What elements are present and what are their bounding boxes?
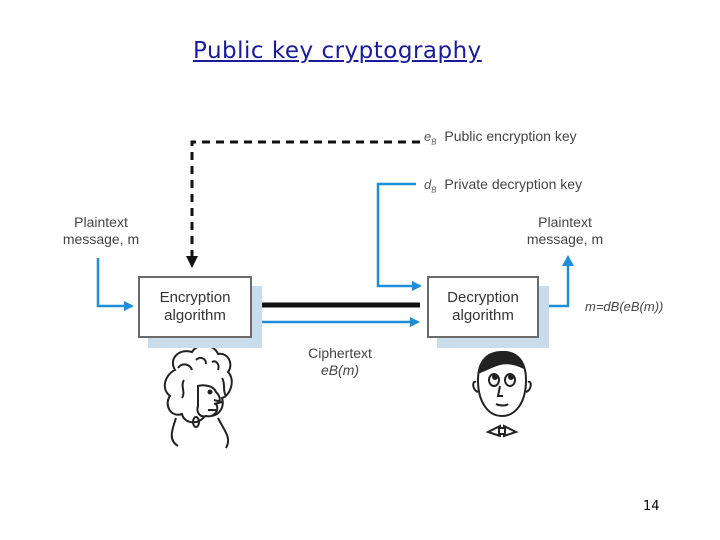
alice-figure bbox=[163, 344, 233, 449]
result-formula: m=dB(eB(m)) bbox=[585, 299, 664, 314]
private-key-label: dB Private decryption key bbox=[424, 176, 583, 195]
decryption-box-line2: algorithm bbox=[452, 307, 514, 324]
decryption-box-line1: Decryption bbox=[447, 289, 519, 306]
bob-figure bbox=[472, 350, 532, 438]
public-key-label: eB Public encryption key bbox=[424, 128, 577, 147]
plaintext-out-label: Plaintext message, m bbox=[526, 214, 604, 247]
ciphertext-label: Ciphertext eB(m) bbox=[308, 345, 372, 378]
slide-title: Public key cryptography bbox=[193, 38, 482, 64]
plaintext-out-arrow bbox=[545, 262, 570, 308]
plaintext-in-label: Plaintext message, m bbox=[62, 214, 140, 247]
decryption-box: Decryption algorithm bbox=[427, 276, 539, 338]
encryption-box-line2: algorithm bbox=[164, 307, 226, 324]
plaintext-in-arrow bbox=[96, 258, 134, 311]
encryption-box-line1: Encryption bbox=[159, 289, 231, 306]
private-key-line bbox=[376, 182, 422, 291]
page-number: 14 bbox=[643, 499, 660, 514]
public-key-dashed-line bbox=[190, 140, 420, 262]
encryption-box: Encryption algorithm bbox=[138, 276, 252, 338]
